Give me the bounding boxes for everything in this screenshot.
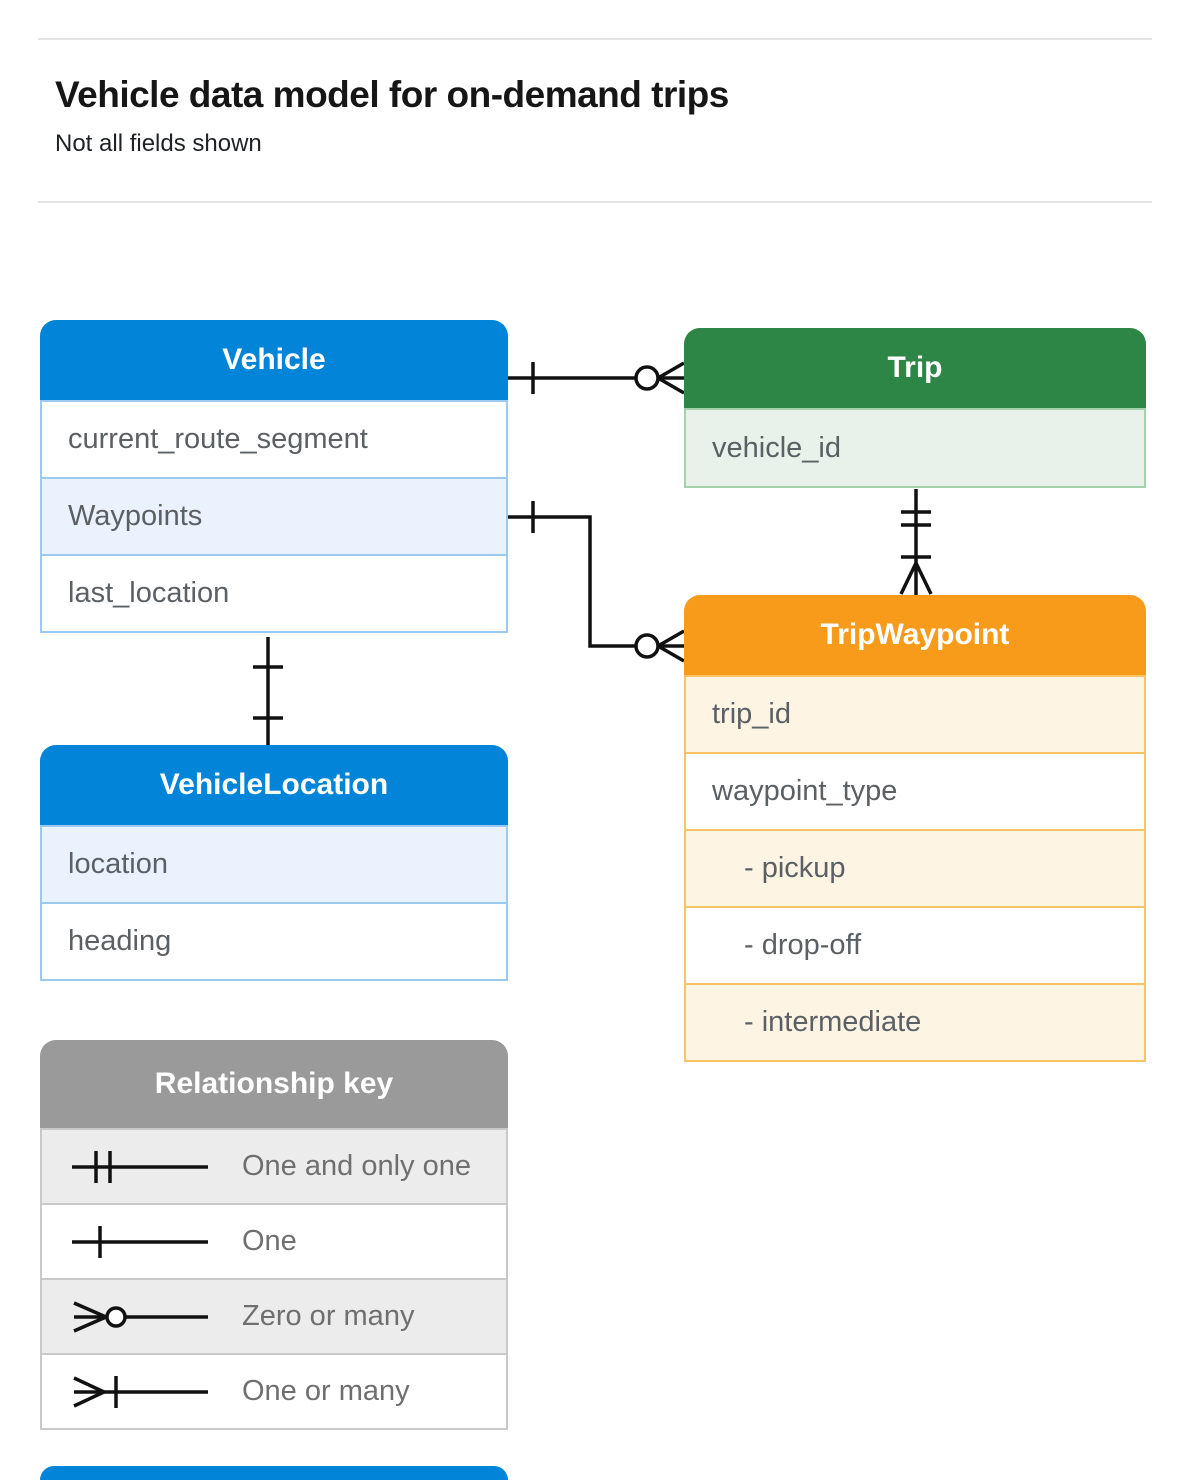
table-vehicle: Vehicle current_route_segment Waypoints … — [40, 320, 508, 633]
table-trip-title: Trip — [684, 328, 1146, 408]
legend-label: One — [242, 1225, 297, 1257]
page-title: Vehicle data model for on-demand trips — [55, 74, 729, 115]
table-trip: Trip vehicle_id — [684, 328, 1146, 488]
one-or-many-icon — [73, 1375, 208, 1408]
table-row: - drop-off — [684, 906, 1146, 985]
one-and-only-one-ticks — [901, 510, 931, 527]
one-icon — [72, 1225, 208, 1258]
table-row: - intermediate — [684, 983, 1146, 1062]
crow-foot — [657, 629, 685, 663]
one-and-only-one-icon — [72, 1150, 208, 1183]
zero-circle — [634, 365, 660, 391]
top-divider — [38, 38, 1152, 40]
one-ticks — [253, 665, 283, 720]
page-subtitle: Not all fields shown — [55, 130, 262, 157]
table-vehiclelocation: VehicleLocation location heading — [40, 745, 508, 981]
zero-or-many-icon — [73, 1300, 208, 1333]
legend-label: One or many — [242, 1375, 410, 1407]
table-row: waypoint_type — [684, 752, 1146, 831]
crow-foot — [899, 562, 933, 595]
legend-item: One — [40, 1203, 508, 1280]
table-row: Waypoints — [40, 477, 508, 556]
relationship-key-title: Relationship key — [40, 1040, 508, 1128]
zero-circle — [634, 633, 660, 659]
legend-item: Zero or many — [40, 1278, 508, 1355]
table-row: location — [40, 825, 508, 904]
table-tripwaypoint-title: TripWaypoint — [684, 595, 1146, 675]
legend-label: One and only one — [242, 1150, 471, 1182]
cropped-table-header — [40, 1466, 508, 1480]
table-row: vehicle_id — [684, 408, 1146, 488]
table-row: - pickup — [684, 829, 1146, 908]
table-vehiclelocation-title: VehicleLocation — [40, 745, 508, 825]
table-row: heading — [40, 902, 508, 981]
connector-waypoints-tripwaypoint — [508, 515, 684, 648]
table-vehicle-title: Vehicle — [40, 320, 508, 400]
table-row: current_route_segment — [40, 400, 508, 479]
legend-label: Zero or many — [242, 1300, 415, 1332]
legend-item: One or many — [40, 1353, 508, 1430]
legend-item: One and only one — [40, 1128, 508, 1205]
crow-foot — [657, 361, 685, 395]
table-row: last_location — [40, 554, 508, 633]
table-tripwaypoint: TripWaypoint trip_id waypoint_type - pic… — [684, 595, 1146, 1062]
table-row: trip_id — [684, 675, 1146, 754]
header-divider — [38, 201, 1152, 203]
relationship-key: Relationship key One and only one One — [40, 1040, 508, 1430]
